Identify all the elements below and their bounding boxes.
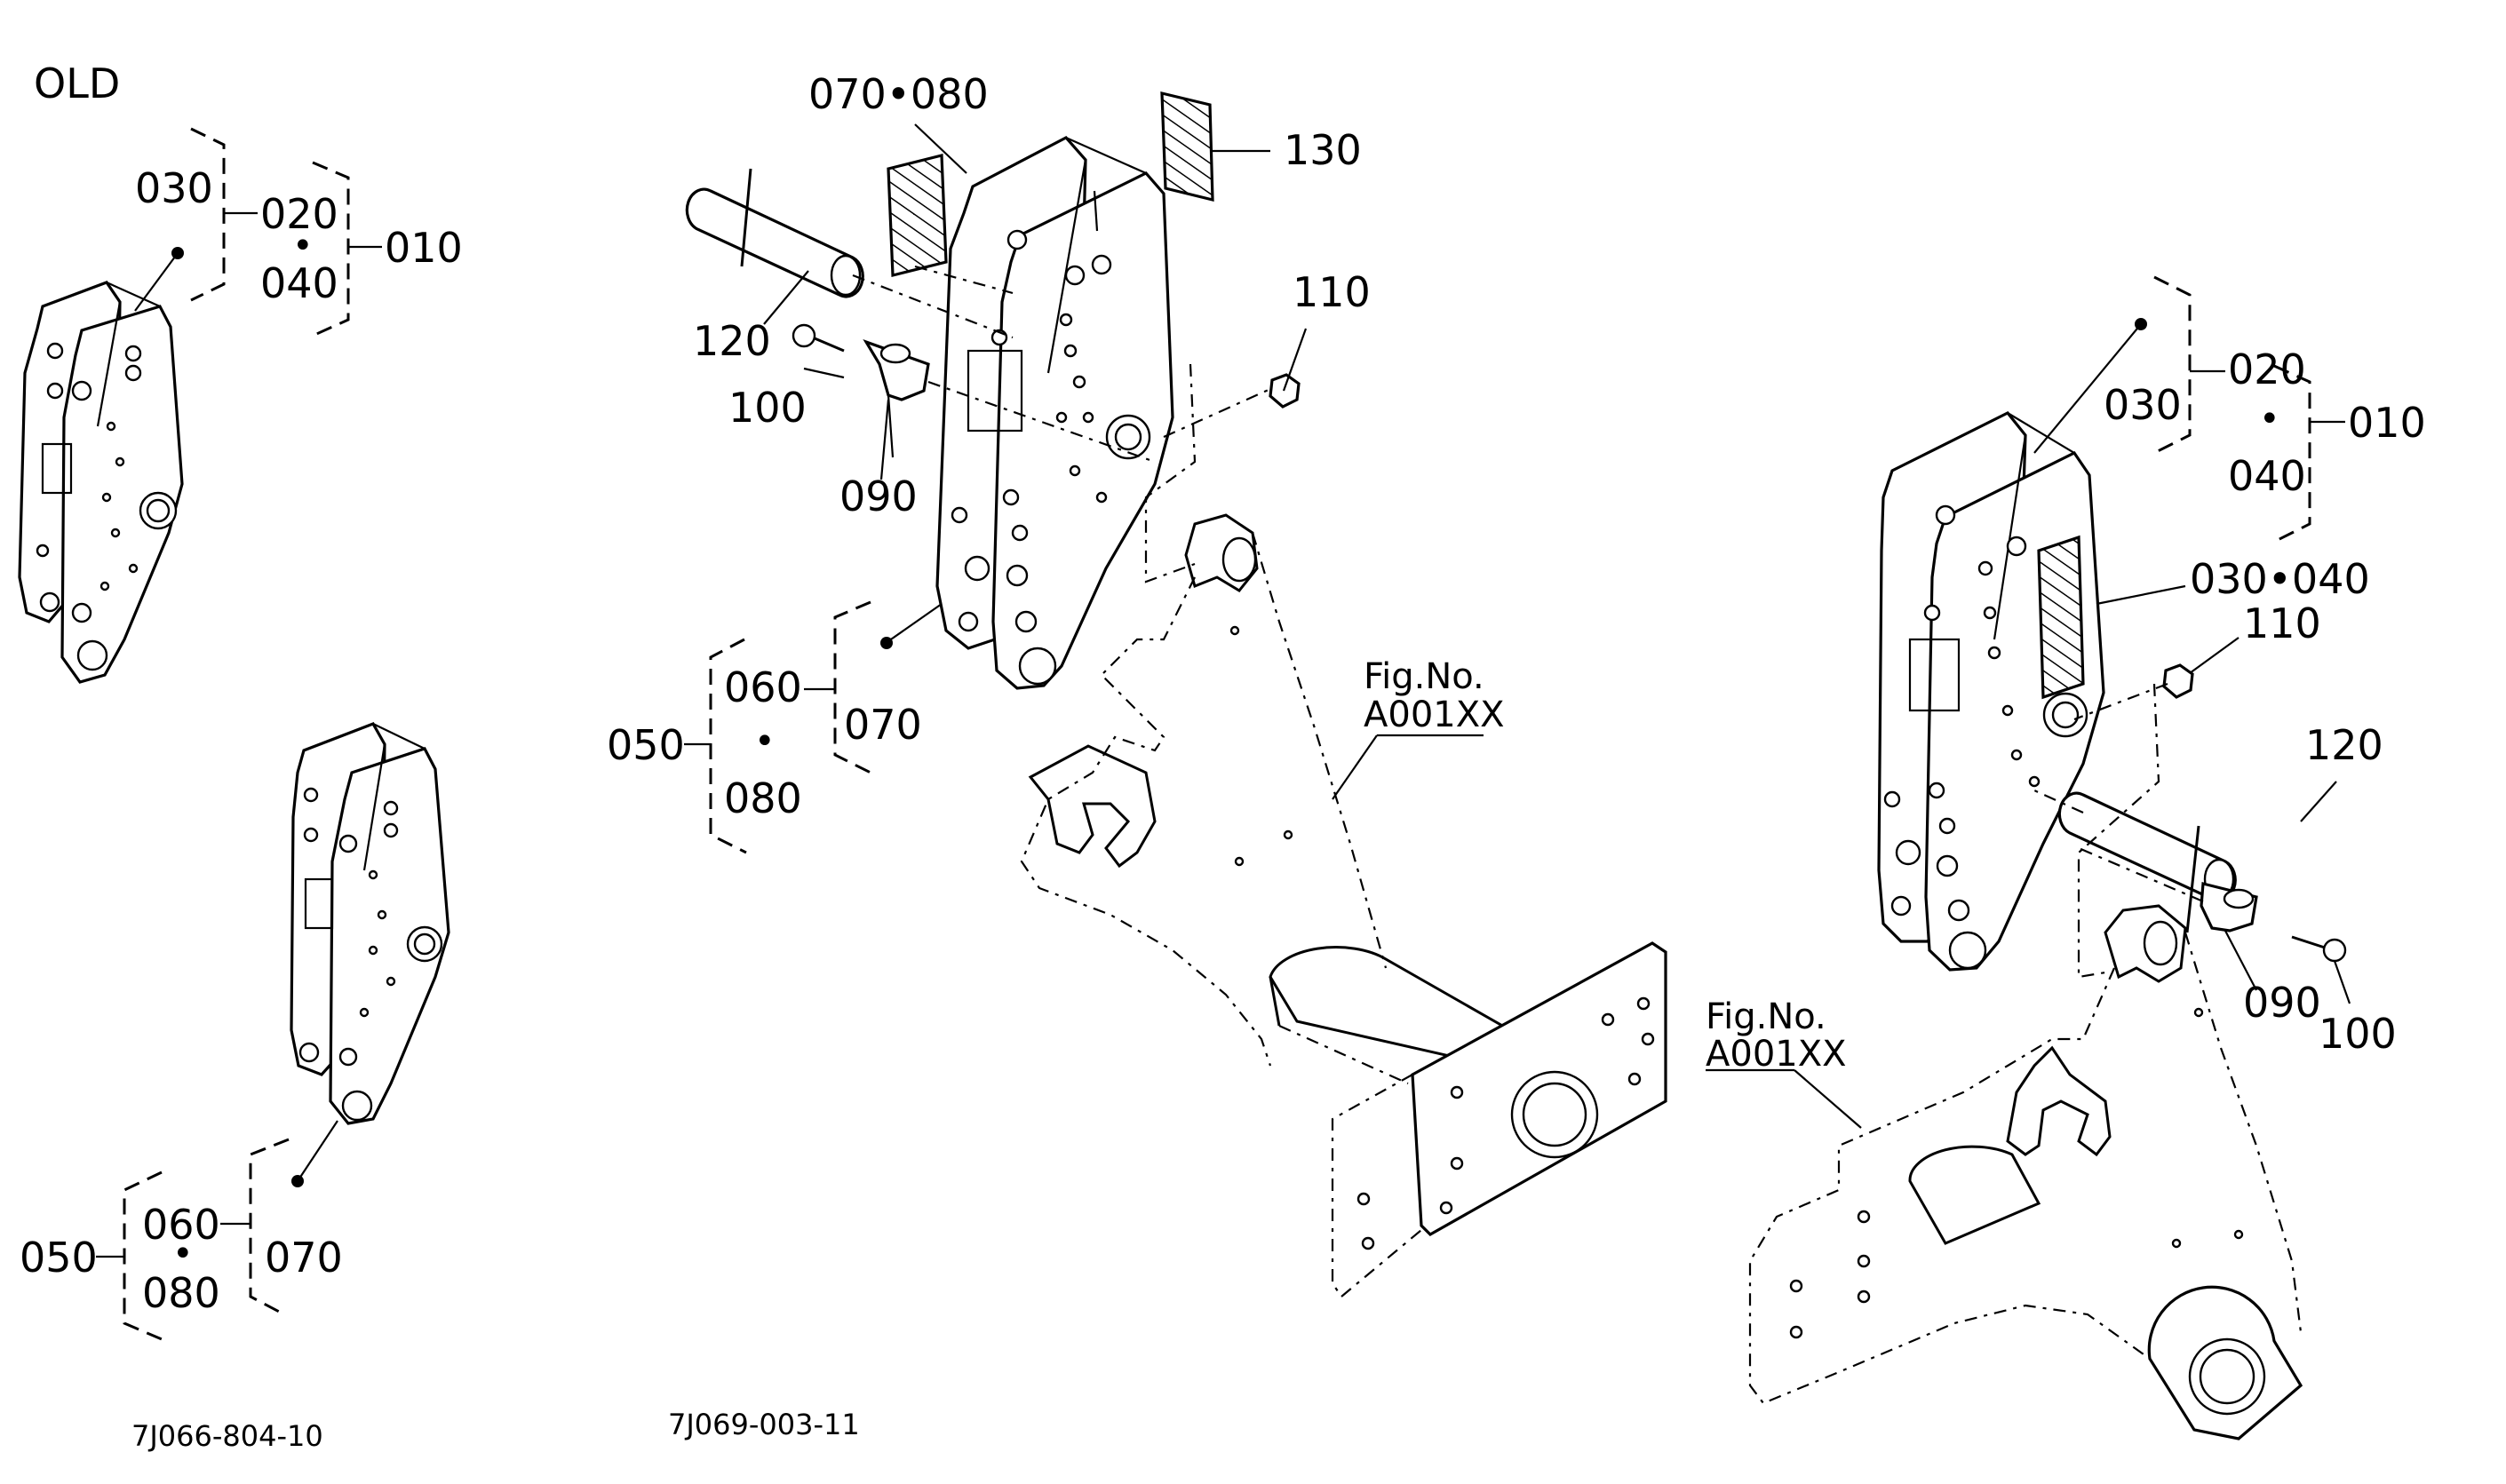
label-070-middle: 070 [844,701,922,749]
drawing-code-middle: 7J069-003-11 [668,1408,860,1441]
right-label-020: 020 [2228,345,2306,393]
middle-dot: • [754,721,776,762]
right-frame-reference [1706,683,2303,1440]
old-bracket-assembly-bottom [290,722,450,1125]
fig-no-middle-line1: Fig.No. [1364,656,1484,697]
drawing-code-left: 7J066-804-10 [131,1419,323,1453]
right-label-090: 090 [2243,979,2321,1027]
label-080-middle: 080 [724,774,802,822]
label-070-080: 070•080 [808,70,989,118]
old-dot: • [292,226,314,266]
right-label-120: 120 [2305,721,2383,769]
right-bracket-assembly [1877,410,2105,972]
label-100-middle: 100 [728,384,807,432]
label-130: 130 [1284,126,1362,174]
old-label-070: 070 [265,1234,343,1282]
old-label-030: 030 [135,164,213,212]
right-dot: • [2259,399,2280,440]
middle-leader-lines [684,123,967,854]
right-label-010: 010 [2348,399,2426,447]
fig-no-right-line2: A001XX [1706,1034,1847,1075]
old-label-010: 010 [385,224,463,272]
label-090-middle: 090 [839,472,918,520]
nut-110 [1163,328,1308,439]
right-label-030: 030 [2104,381,2182,429]
right-label-100: 100 [2319,1010,2397,1058]
old-label-050: 050 [20,1234,98,1282]
old-label-060: 060 [142,1201,220,1249]
label-110-middle: 110 [1293,268,1371,316]
label-060-middle: 060 [724,663,802,711]
old-label-040: 040 [260,259,338,307]
fig-no-middle-line2: A001XX [1364,694,1505,735]
bolt-100-plate-090 [792,323,1156,464]
old-label-080: 080 [142,1269,220,1317]
label-sticker-130 [1160,91,1270,202]
label-050-middle: 050 [607,721,685,769]
right-label-030-040: 030•040 [2190,555,2370,603]
right-label-040: 040 [2228,452,2306,500]
fig-no-right-line1: Fig.No. [1706,996,1826,1037]
label-120-middle: 120 [693,317,771,365]
pin-120 [685,168,1014,339]
right-callouts [2033,275,2345,822]
old-bottom-callouts [96,1120,338,1341]
old-bracket-assembly-top [18,281,184,684]
old-bottom-dot: • [172,1234,194,1274]
middle-bracket-assembly [935,135,1174,690]
label-sticker-070-080 [887,153,1014,295]
old-top-callouts [134,127,382,337]
right-plate-090-bolt-100 [2078,846,2351,1004]
middle-frame-reference [1020,363,1667,1298]
old-label-020: 020 [260,190,338,238]
right-label-110: 110 [2243,599,2321,647]
old-title: OLD [34,60,120,107]
right-nut-110 [2073,637,2239,721]
